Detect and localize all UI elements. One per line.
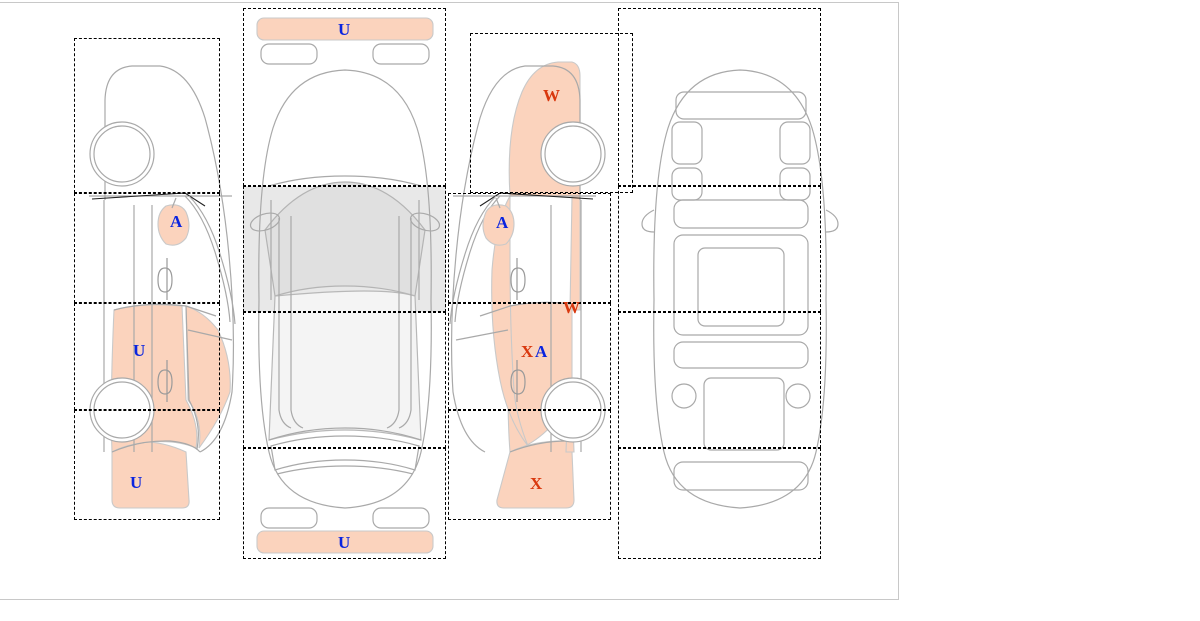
- panel-interior-top-view: [618, 0, 839, 570]
- grid-cell-left-row-1: [74, 38, 220, 193]
- grid-cell-right-row-4: [448, 410, 611, 520]
- grid-cell-right-row-2: [448, 193, 611, 303]
- damage-label-right-front-fender: X: [530, 474, 543, 493]
- damage-label-right-rear-quarter: W: [543, 86, 560, 105]
- grid-cell-left-row-3: [74, 303, 220, 410]
- damage-label-front-bumper: U: [338, 20, 351, 39]
- damage-label-right-door-edge: W: [563, 298, 580, 317]
- grid-cell-left-row-4: [74, 410, 220, 520]
- panel-left-side-view: A U U: [0, 0, 300, 560]
- top-view-vehicle-drawing: [249, 17, 441, 554]
- damage-label-left-mirror: A: [170, 212, 183, 231]
- grid-cell-right-row-3: [448, 303, 611, 410]
- grid-cell-top-row-2: [243, 186, 446, 312]
- grid-cell-left-row-2: [74, 193, 220, 303]
- damage-label-right-mirror: A: [496, 213, 509, 232]
- damage-label-left-front-fender: U: [130, 473, 143, 492]
- damage-label-rear-bumper: U: [338, 533, 351, 552]
- damage-label-right-front-door-a: A: [535, 342, 548, 361]
- damage-label-right-front-door-x: X: [521, 342, 534, 361]
- grid-cell-interior-row-4: [618, 448, 821, 559]
- grid-cell-interior-row-3: [618, 312, 821, 448]
- interior-top-view-drawing: [641, 69, 839, 509]
- panel-right-side-view: W A W X A X: [448, 0, 633, 560]
- grid-cell-interior-row-2: [618, 186, 821, 312]
- grid-cell-interior-row-1: [618, 8, 821, 186]
- grid-cell-right-row-1: [470, 33, 633, 193]
- panel-top-view: U U: [243, 0, 453, 570]
- damage-label-left-front-door: U: [133, 341, 146, 360]
- grid-cell-top-row-3: [243, 312, 446, 448]
- grid-cell-top-row-1: [243, 8, 446, 186]
- grid-cell-top-row-4: [243, 448, 446, 559]
